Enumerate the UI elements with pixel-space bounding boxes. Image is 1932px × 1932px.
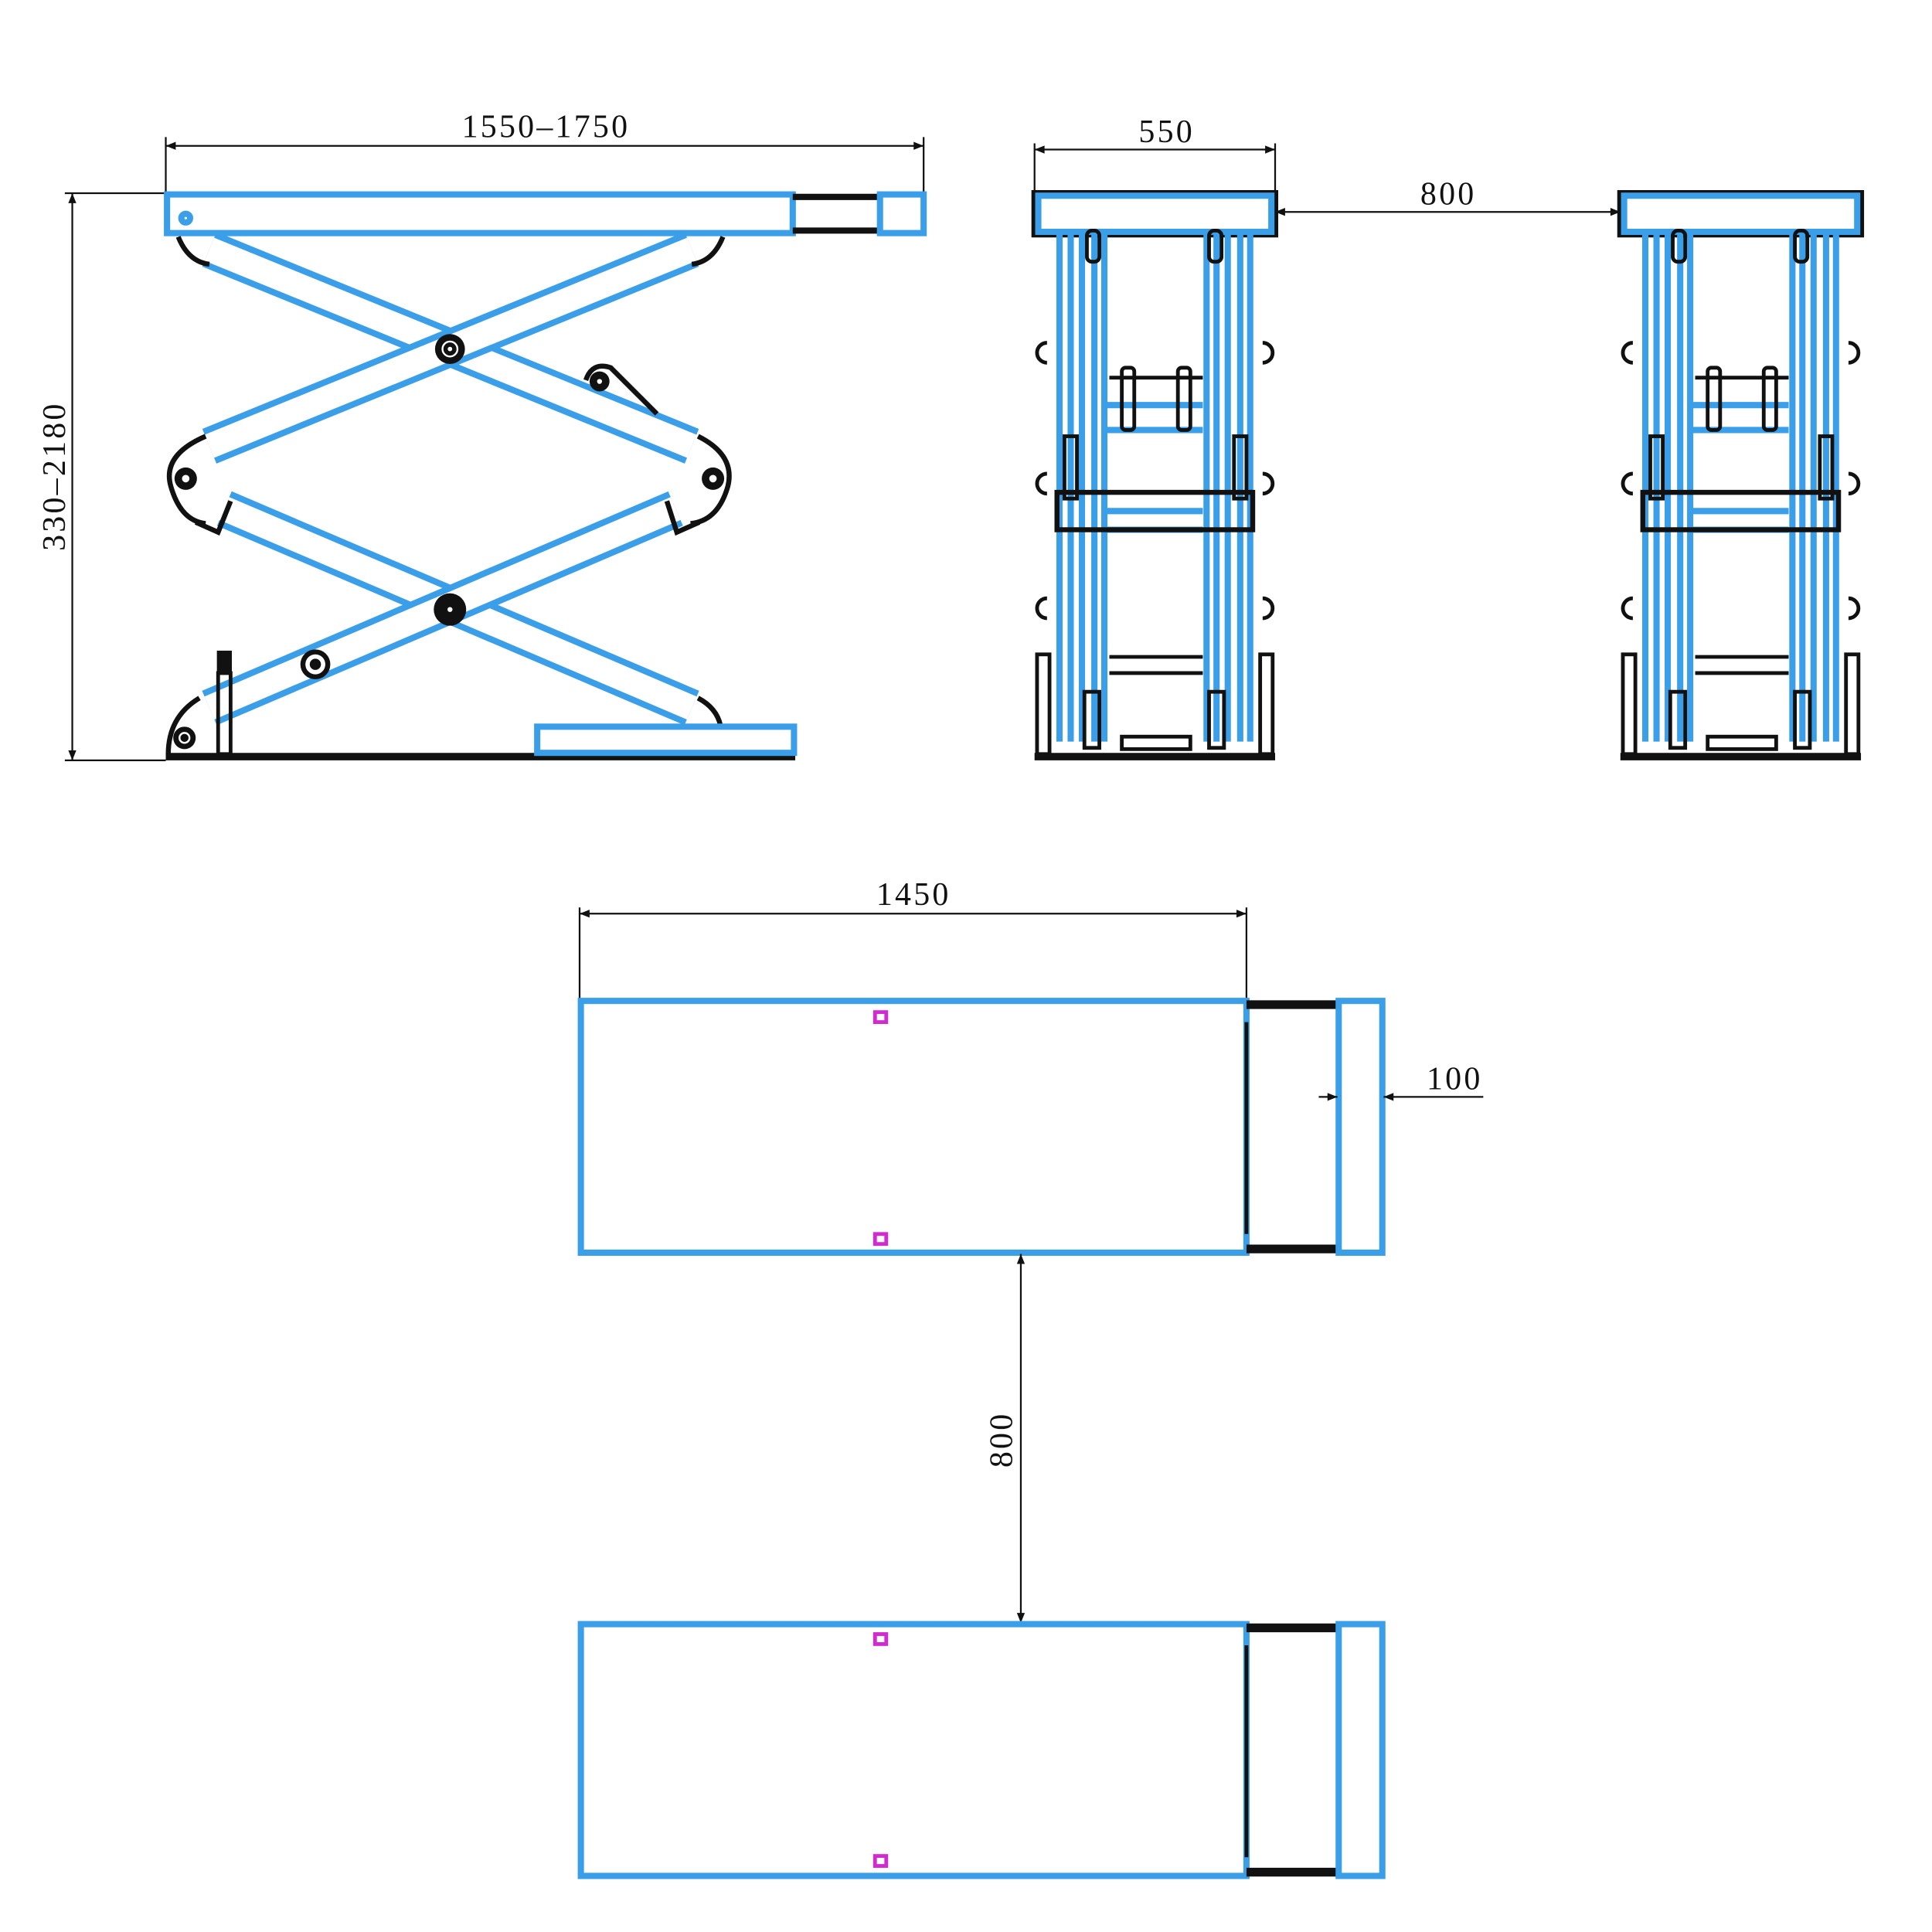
platform-bottom: [577, 1621, 1386, 1879]
gap-dimension: 800: [985, 1253, 1026, 1624]
length-dimension: 1550–1750: [165, 109, 925, 193]
front-width-label: 550: [1138, 114, 1195, 150]
height-dimension: 330–2180: [37, 192, 166, 761]
length-dimension-label: 1550–1750: [462, 109, 631, 145]
front-view-dimensions: 550 800: [1033, 114, 1621, 216]
base-frame: [165, 650, 798, 760]
top-length-label: 1450: [876, 877, 951, 913]
platform-top: [577, 998, 1386, 1256]
height-dimension-label: 330–2180: [37, 401, 73, 551]
side-view: 1550–1750 330–2180: [37, 109, 927, 761]
top-view: 1450 100 800: [577, 877, 1484, 1879]
front-view-left: [1035, 193, 1275, 757]
top-gap-label: 800: [985, 1412, 1020, 1468]
front-gap-label: 800: [1420, 177, 1477, 213]
extension-dimension: 100: [1318, 1062, 1484, 1101]
scissor-arms: [165, 232, 732, 754]
front-view-right: [1621, 193, 1861, 757]
top-platform: [164, 191, 927, 236]
extension-label: 100: [1427, 1062, 1483, 1097]
